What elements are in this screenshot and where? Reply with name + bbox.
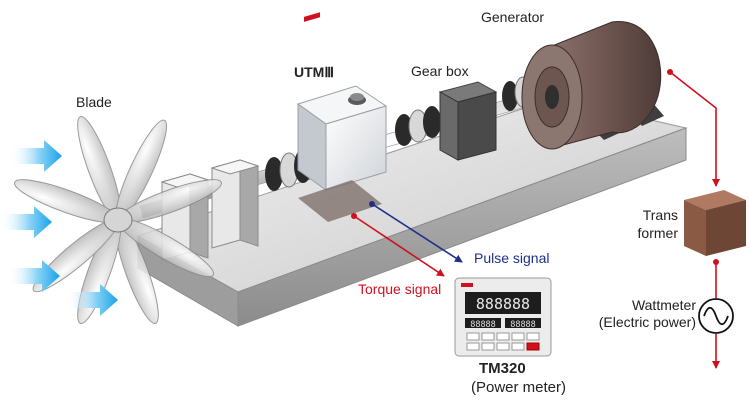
torque-signal-origin bbox=[351, 213, 357, 219]
pulse-signal-origin bbox=[369, 201, 375, 207]
utm-shadow-plate bbox=[298, 180, 382, 222]
label-utm: UTMⅢ bbox=[294, 64, 334, 80]
wind-arrow-icon bbox=[66, 284, 118, 316]
label-power-meter: (Power meter) bbox=[471, 379, 567, 396]
label-gear-box: Gear box bbox=[411, 63, 469, 79]
utm-brand-plate bbox=[304, 12, 320, 22]
label-blade: Blade bbox=[76, 94, 112, 110]
label-wattmeter-line2: (Electric power) bbox=[598, 314, 696, 330]
meter-display-bottom-left: 88888 bbox=[470, 320, 496, 330]
label-tm320: TM320 bbox=[479, 360, 526, 377]
label-pulse-signal: Pulse signal bbox=[474, 250, 550, 266]
gear-box bbox=[438, 81, 498, 161]
ac-sine-icon bbox=[703, 306, 729, 326]
label-generator: Generator bbox=[481, 9, 545, 25]
label-wattmeter-line1: Wattmeter bbox=[631, 297, 696, 313]
wind-arrow-icon bbox=[8, 260, 60, 292]
wind-arrow-icon bbox=[0, 206, 52, 238]
label-torque-signal: Torque signal bbox=[358, 281, 442, 297]
meter-display-top bbox=[465, 292, 541, 314]
label-transformer-line2: former bbox=[637, 225, 678, 241]
label-transformer-line1: Trans bbox=[642, 207, 678, 223]
blade-rotor bbox=[13, 115, 223, 325]
bearing-block-rear bbox=[210, 159, 260, 249]
wind-arrows bbox=[0, 140, 118, 316]
utm-torque-sensor bbox=[296, 12, 388, 191]
meter-display-top-text: 888888 bbox=[476, 295, 530, 313]
meter-keypad bbox=[466, 332, 540, 351]
coupling-2 bbox=[395, 106, 441, 146]
wind-arrow-icon bbox=[10, 140, 62, 172]
transformer bbox=[684, 190, 746, 256]
torque-signal-line bbox=[353, 215, 445, 277]
meter-brand-mark bbox=[461, 283, 473, 287]
meter-display-bottom-right: 88888 bbox=[510, 320, 536, 330]
power-line-to-transformer bbox=[669, 71, 720, 187]
wattmeter-symbol bbox=[698, 298, 734, 334]
generator bbox=[521, 21, 664, 150]
tm320-power-meter: 888888 88888 88888 bbox=[454, 277, 552, 357]
pulse-signal-line bbox=[371, 203, 463, 263]
